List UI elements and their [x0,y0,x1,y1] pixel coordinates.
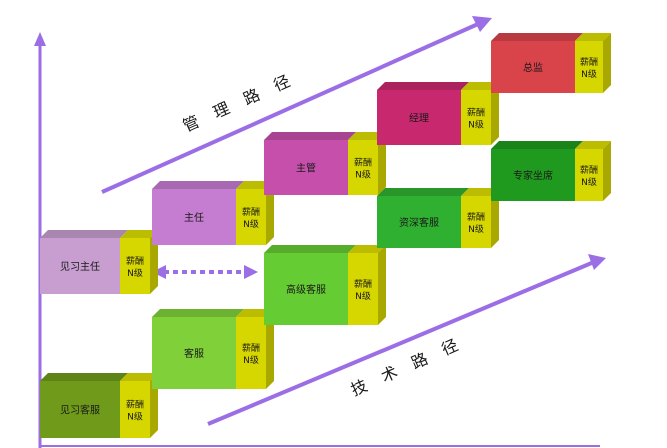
salary-label-line1: 薪酬 [126,255,144,267]
block-label: 高级客服 [286,283,326,296]
equivalence-dotted-arrow [152,265,258,279]
salary-label-line2: N级 [581,68,597,80]
career-blocks: 见习客服薪酬N级客服薪酬N级高级客服薪酬N级资深客服薪酬N级专家坐席薪酬N级见习… [40,33,611,438]
block-label: 专家坐席 [513,169,553,182]
salary-label-line2: N级 [243,218,259,230]
salary-label-line1: 薪酬 [354,278,372,290]
management-path-title: 管 理 路 径 [180,69,299,136]
block-label: 主任 [184,211,204,224]
block-label: 客服 [184,347,204,360]
salary-label-line2: N级 [243,354,259,366]
block-label: 主管 [296,162,316,175]
salary-label-line1: 薪酬 [580,164,598,176]
salary-label-line1: 薪酬 [242,206,260,218]
salary-label-line2: N级 [127,411,143,423]
salary-label-line2: N级 [468,119,484,131]
technical-path-arrow [207,254,606,426]
salary-label-line1: 薪酬 [354,157,372,169]
salary-label-line2: N级 [355,169,371,181]
salary-label-line2: N级 [127,267,143,279]
block-label: 见习主任 [60,260,100,273]
salary-label-line1: 薪酬 [467,211,485,223]
salary-label-line1: 薪酬 [126,399,144,411]
salary-label-line2: N级 [468,223,484,235]
salary-label-line1: 薪酬 [580,56,598,68]
management-path-arrow [101,16,492,194]
salary-label-line2: N级 [355,290,371,302]
block-label: 总监 [523,61,543,74]
block-label: 见习客服 [60,404,100,417]
technical-path-title: 技 术 路 径 [348,333,467,400]
salary-label-line1: 薪酬 [467,107,485,119]
salary-label-line1: 薪酬 [242,342,260,354]
salary-label-line2: N级 [581,176,597,188]
block-label: 经理 [409,112,429,125]
block-label: 资深客服 [399,216,439,229]
